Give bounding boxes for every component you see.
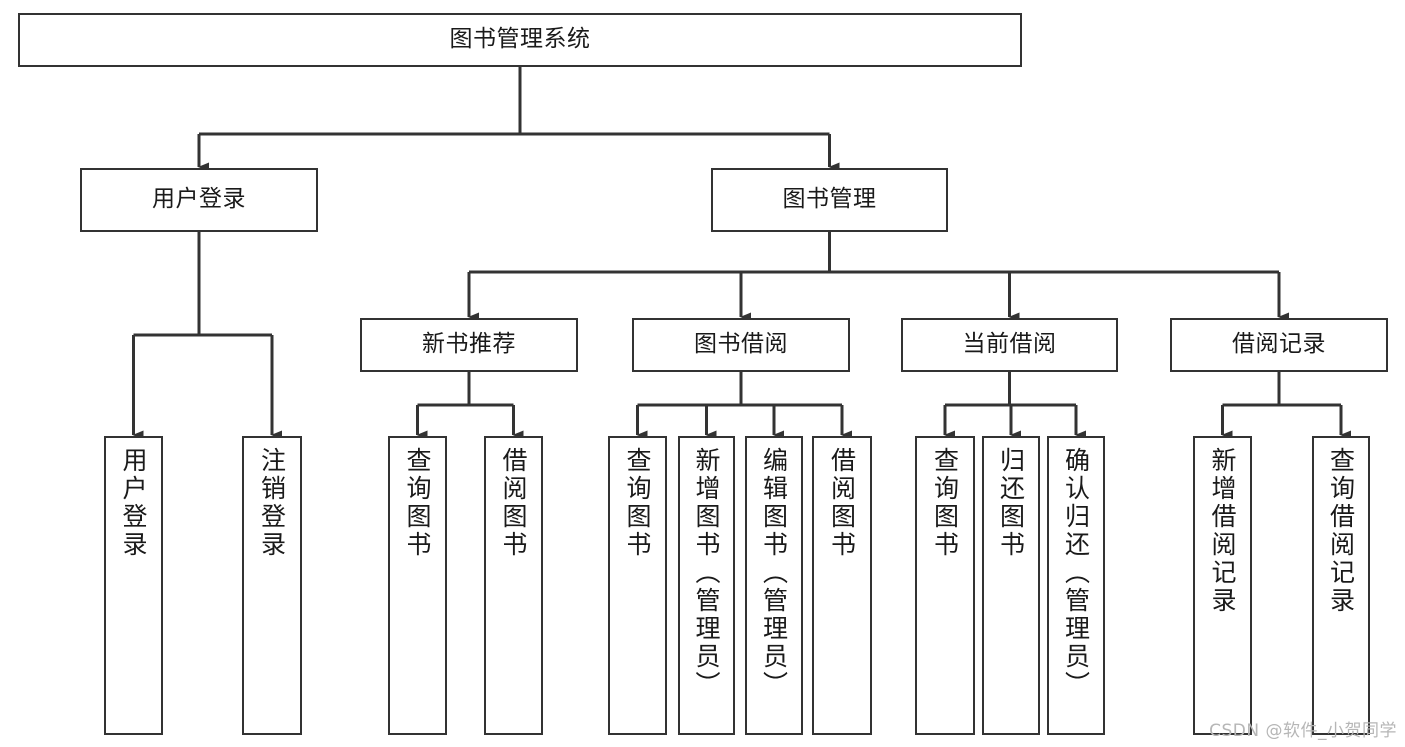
node-leaf-query-record[interactable]: 查询借阅记录	[1312, 436, 1370, 735]
node-label: 查询图书	[623, 447, 652, 559]
node-label: 用户登录	[119, 447, 148, 559]
node-leaf-query-book-a[interactable]: 查询图书	[388, 436, 447, 735]
connector-edges	[132, 67, 1351, 440]
node-label: 查询借阅记录	[1326, 447, 1356, 615]
node-label: 借阅图书	[499, 447, 528, 559]
node-leaf-confirm-return[interactable]: 确认归还（管理员）	[1047, 436, 1105, 735]
node-label: 图书管理	[782, 186, 877, 213]
node-borrow-record[interactable]: 借阅记录	[1170, 318, 1388, 372]
node-label: 查询图书	[930, 447, 960, 559]
node-book-manage[interactable]: 图书管理	[711, 168, 948, 232]
node-leaf-borrow-book-a[interactable]: 借阅图书	[484, 436, 543, 735]
node-leaf-add-record[interactable]: 新增借阅记录	[1193, 436, 1252, 735]
node-leaf-query-book-c[interactable]: 查询图书	[915, 436, 975, 735]
node-leaf-edit-book[interactable]: 编辑图书（管理员）	[745, 436, 803, 735]
node-label: 新增借阅记录	[1208, 447, 1237, 615]
node-label: 编辑图书（管理员）	[759, 447, 789, 699]
node-leaf-logout[interactable]: 注销登录	[242, 436, 302, 735]
node-label: 用户登录	[152, 186, 246, 213]
node-book-borrow[interactable]: 图书借阅	[632, 318, 850, 372]
node-label: 借阅记录	[1232, 331, 1326, 358]
node-root[interactable]: 图书管理系统	[18, 13, 1022, 67]
node-label: 借阅图书	[827, 447, 857, 559]
node-leaf-query-book-b[interactable]: 查询图书	[608, 436, 667, 735]
node-label: 归还图书	[996, 447, 1026, 559]
node-label: 查询图书	[403, 447, 432, 559]
node-leaf-return-book[interactable]: 归还图书	[982, 436, 1040, 735]
node-user-login[interactable]: 用户登录	[80, 168, 318, 232]
node-new-book-rec[interactable]: 新书推荐	[360, 318, 578, 372]
node-leaf-add-book[interactable]: 新增图书（管理员）	[678, 436, 735, 735]
node-current-borrow[interactable]: 当前借阅	[901, 318, 1118, 372]
node-leaf-borrow-book-b[interactable]: 借阅图书	[812, 436, 872, 735]
node-label: 新增图书（管理员）	[692, 447, 721, 699]
node-label: 当前借阅	[962, 331, 1057, 358]
node-label: 图书借阅	[694, 331, 788, 358]
node-leaf-user-login[interactable]: 用户登录	[104, 436, 163, 735]
node-label: 确认归还（管理员）	[1061, 447, 1091, 699]
node-label: 新书推荐	[422, 331, 516, 358]
node-label: 图书管理系统	[449, 26, 591, 53]
node-label: 注销登录	[257, 447, 287, 559]
